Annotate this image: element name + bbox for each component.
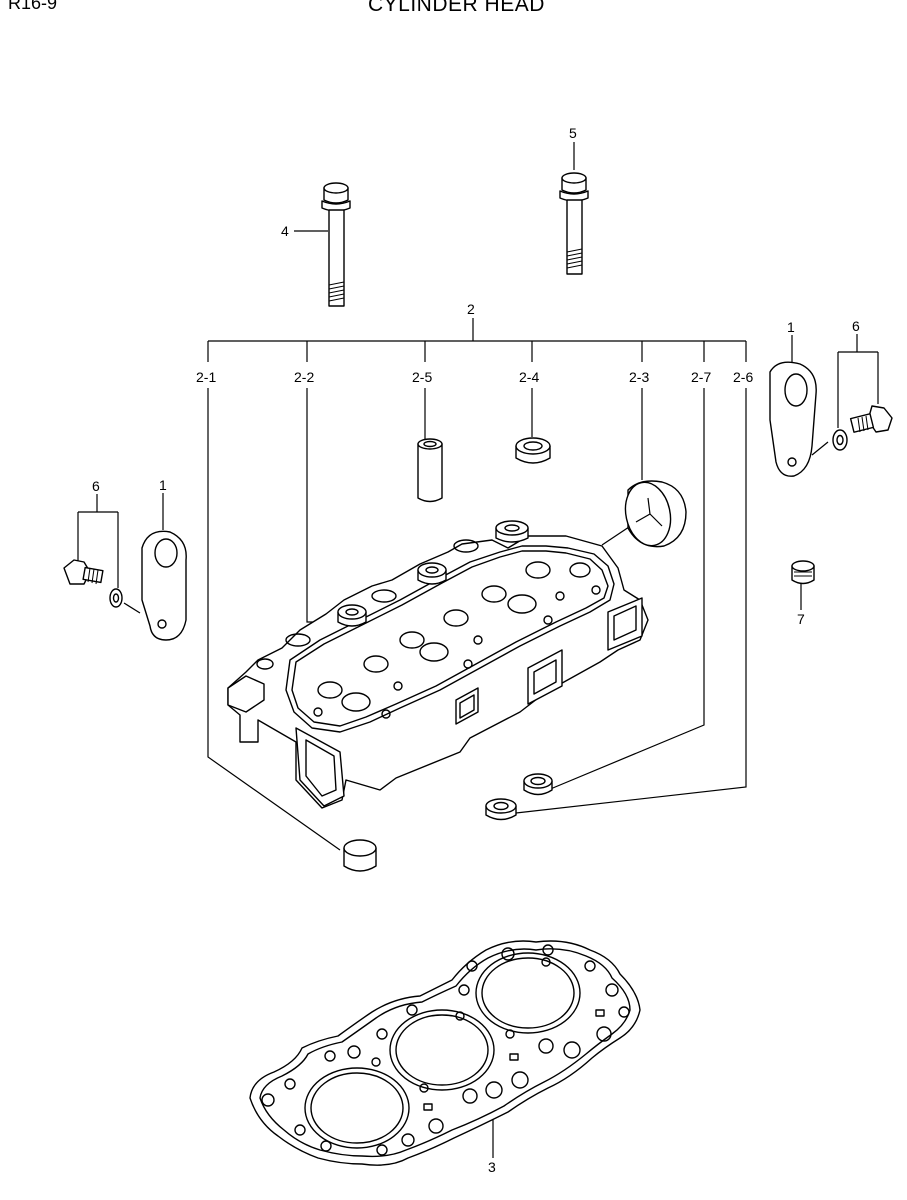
leader-lines <box>77 142 879 1158</box>
callout-2-4: 2-4 <box>519 369 539 385</box>
callout-1-left: 1 <box>159 477 167 493</box>
callout-7: 7 <box>797 611 805 627</box>
valve-seat-seal <box>485 798 517 821</box>
cup-plug <box>343 839 377 872</box>
valve-guide <box>417 438 443 503</box>
callout-2-7: 2-7 <box>691 369 711 385</box>
callout-3: 3 <box>488 1159 496 1175</box>
callout-labels: 5 4 2 2-1 2-2 2-5 2-4 2-3 2-7 2-6 1 6 6 … <box>92 125 860 1175</box>
callout-6-left: 6 <box>92 478 100 494</box>
drain-plug <box>791 560 815 585</box>
callout-2-6: 2-6 <box>733 369 753 385</box>
callout-2-5: 2-5 <box>412 369 432 385</box>
callout-5: 5 <box>569 125 577 141</box>
engine-hanger-right <box>769 361 817 477</box>
head-bolt-long <box>321 182 351 307</box>
callout-2-2: 2-2 <box>294 369 314 385</box>
o-ring-seal <box>523 773 553 796</box>
engine-hanger-left <box>141 530 187 641</box>
cylinder-head-gasket <box>249 940 641 1166</box>
callout-4: 4 <box>281 223 289 239</box>
cylinder-head <box>227 520 649 809</box>
page-reference: R16-9 <box>8 0 58 13</box>
callout-1-right: 1 <box>787 319 795 335</box>
callout-2-1: 2-1 <box>196 369 216 385</box>
core-plug <box>624 480 687 548</box>
head-bolt-short <box>559 172 589 275</box>
hanger-bolt-left <box>63 559 123 608</box>
page-title: CYLINDER HEAD <box>368 0 545 16</box>
valve-stem-seal <box>515 437 551 464</box>
callout-6-right: 6 <box>852 318 860 334</box>
hanger-bolt-right <box>832 405 893 451</box>
callout-2-3: 2-3 <box>629 369 649 385</box>
callout-2: 2 <box>467 301 475 317</box>
